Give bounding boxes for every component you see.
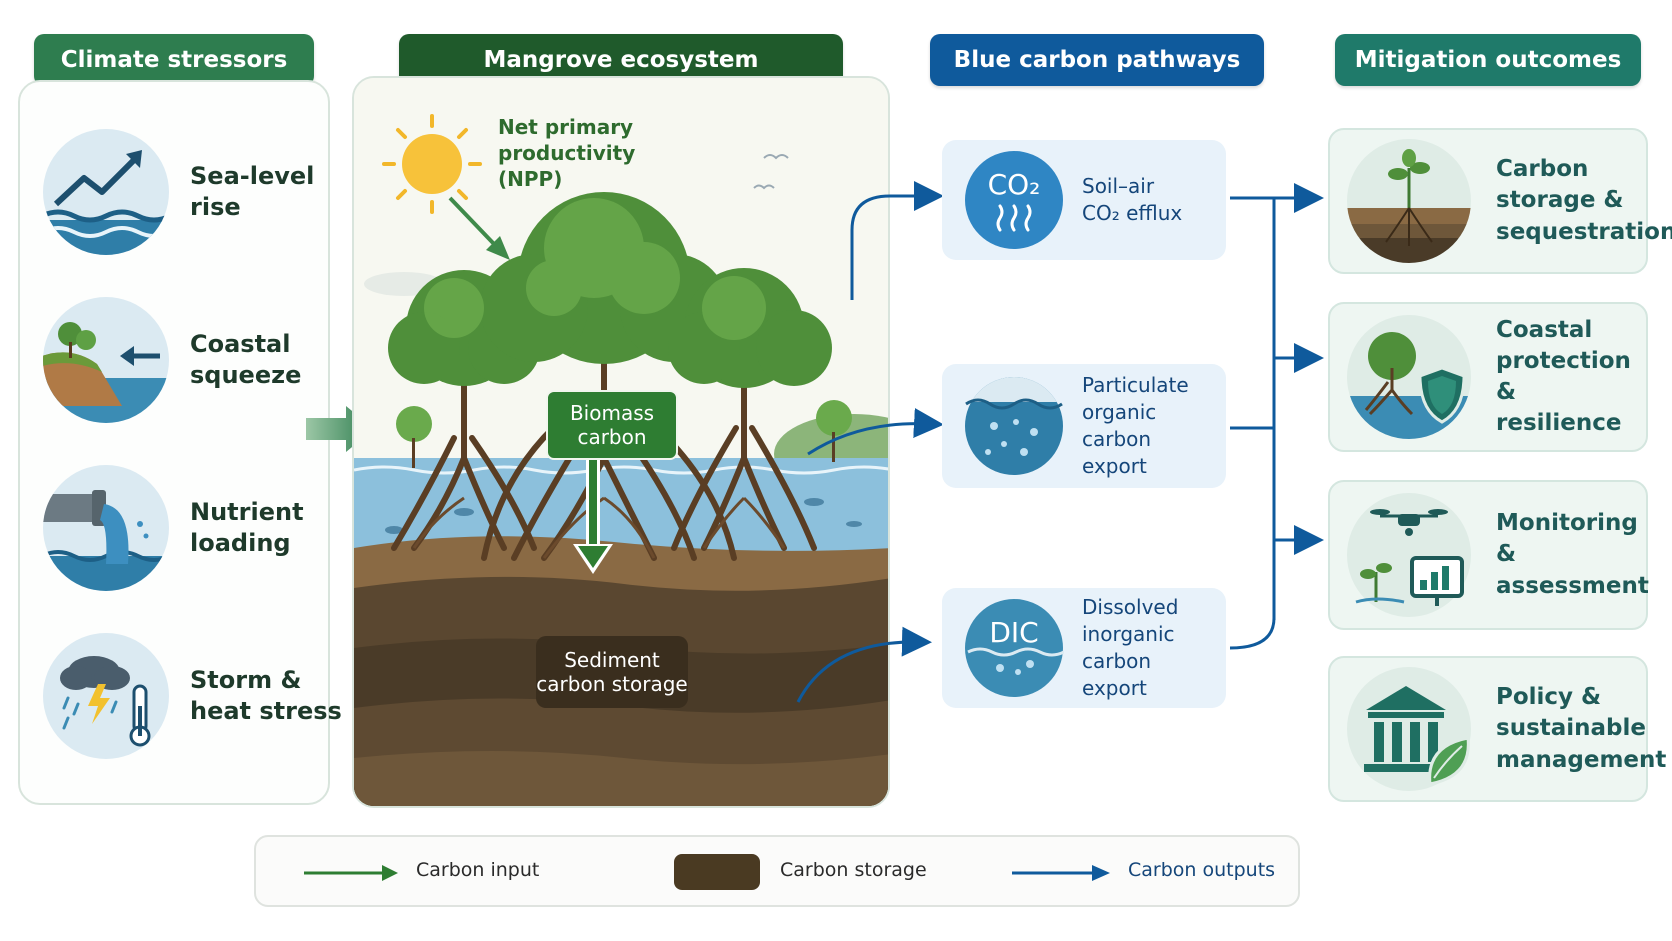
header-mitigation-outcomes: Mitigation outcomes xyxy=(1335,34,1641,86)
pathway-co2-efflux: CO₂ Soil–air CO₂ efflux xyxy=(942,140,1226,260)
pathway-dic-export: DIC Dissolved inorganic carbon export xyxy=(942,588,1226,708)
outcome-policy: Policy & sustainable management xyxy=(1328,656,1666,802)
legend: Carbon input Carbon storage Carbon outpu… xyxy=(254,835,1300,907)
nutrient-loading-icon xyxy=(43,465,169,591)
stressor-storm-heat: Storm & heat stress xyxy=(42,631,342,761)
pathway-poc-export: Particulate organic carbon export xyxy=(942,364,1226,488)
soil-seedling-icon xyxy=(1347,139,1471,263)
dic-icon-text: DIC xyxy=(989,616,1038,649)
outcome-carbon-storage: Carbon storage & sequestration xyxy=(1328,128,1672,274)
co2-icon: CO₂ xyxy=(965,151,1063,249)
outcome-coastal-protection: Coastal protection & resilience xyxy=(1328,302,1648,452)
sediment-carbon-label: Sediment carbon storage xyxy=(536,648,688,696)
stressor-label: Storm & heat stress xyxy=(190,665,342,725)
pathway-label: Soil–air CO₂ efflux xyxy=(1082,174,1183,225)
drone-monitor-icon xyxy=(1347,493,1471,617)
sediment-carbon-box: Sediment carbon storage xyxy=(536,636,688,708)
sun-icon xyxy=(382,114,482,214)
stressor-sea-level-rise: Sea-level rise xyxy=(42,127,342,257)
pathway-label: Particulate organic carbon export xyxy=(1082,373,1189,478)
legend-input-arrow xyxy=(304,865,398,881)
stressor-label: Coastal squeeze xyxy=(190,329,302,389)
pathway-label: Dissolved inorganic carbon export xyxy=(1082,595,1179,700)
outcome-monitoring: Monitoring & assessment xyxy=(1328,480,1649,630)
header-blue-carbon-pathways: Blue carbon pathways xyxy=(930,34,1264,86)
header-climate-stressors: Climate stressors xyxy=(34,34,314,86)
legend-output-arrow xyxy=(1012,865,1110,881)
storm-heat-icon xyxy=(43,633,169,759)
biomass-carbon-label: Biomass carbon xyxy=(569,401,655,449)
mangrove-ecosystem-panel: Net primary productivity (NPP) Biomass c… xyxy=(352,76,890,808)
stressor-label: Nutrient loading xyxy=(190,497,304,557)
stressor-coastal-squeeze: Coastal squeeze xyxy=(42,295,342,425)
outcome-label: Coastal protection & resilience xyxy=(1496,316,1631,437)
dic-icon: DIC xyxy=(965,599,1064,697)
biomass-carbon-box: Biomass carbon xyxy=(546,390,678,460)
legend-storage-label: Carbon storage xyxy=(780,859,927,881)
outcome-label: Policy & sustainable management xyxy=(1496,684,1667,773)
legend-storage-swatch xyxy=(674,854,760,890)
institution-leaf-icon xyxy=(1347,667,1471,791)
stressor-label: Sea-level rise xyxy=(190,161,315,221)
legend-input-label: Carbon input xyxy=(416,859,540,881)
co2-icon-text: CO₂ xyxy=(988,168,1041,201)
outcome-label: Monitoring & assessment xyxy=(1496,510,1649,599)
outcome-label: Carbon storage & sequestration xyxy=(1496,156,1672,245)
coastal-squeeze-icon xyxy=(43,297,169,423)
npp-label: Net primary productivity (NPP) xyxy=(498,115,636,191)
legend-output-label: Carbon outputs xyxy=(1128,859,1276,881)
shield-mangrove-icon xyxy=(1347,315,1471,439)
particulate-carbon-icon xyxy=(965,377,1063,475)
stressor-nutrient-loading: Nutrient loading xyxy=(42,463,342,593)
sea-level-rise-icon xyxy=(43,129,169,255)
